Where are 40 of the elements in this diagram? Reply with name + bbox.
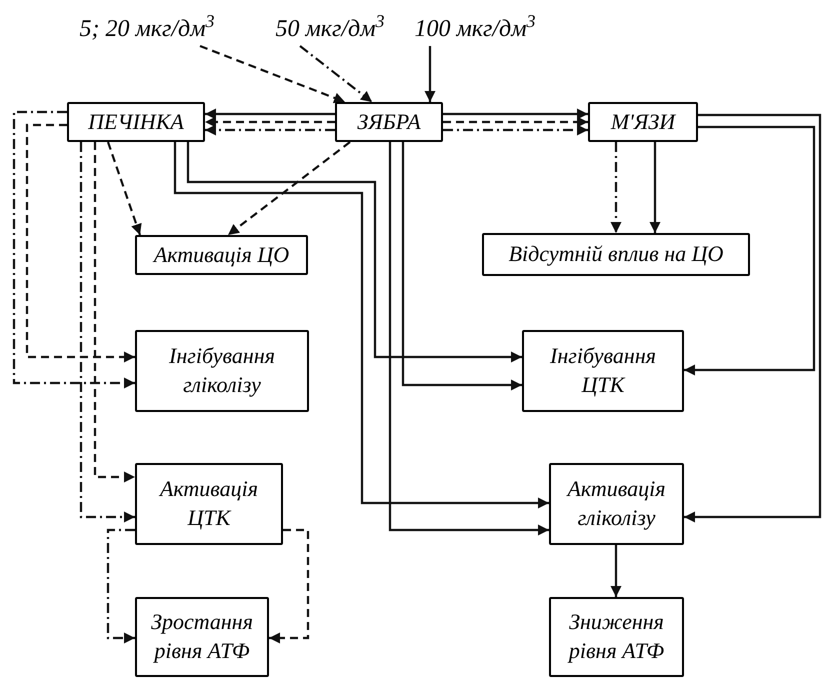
arrow — [227, 141, 351, 236]
process-box: Інгібування ЦТК — [522, 330, 684, 412]
process-box: Інгібування гліколізу — [135, 330, 309, 412]
process-box: ЗЯБРА — [335, 102, 443, 142]
arrow — [205, 116, 335, 128]
arrow — [200, 44, 346, 104]
arrow — [443, 116, 588, 128]
process-box: М'ЯЗИ — [588, 102, 698, 142]
arrow — [388, 142, 549, 536]
arrow — [269, 528, 310, 644]
arrow — [12, 110, 135, 388]
process-box: Активація ЦТК — [135, 463, 283, 545]
arrow — [684, 126, 816, 376]
arrow — [684, 114, 822, 522]
arrow — [443, 124, 588, 136]
arrow — [205, 124, 335, 136]
process-box: Зниження рівня АТФ — [549, 597, 684, 677]
arrow — [610, 545, 622, 597]
arrow — [94, 142, 135, 482]
arrow — [26, 124, 135, 362]
concentration-label: 5; 20 мкг/дм$^{3}$ — [38, 12, 256, 46]
arrow — [650, 142, 660, 233]
concentration-label: 50 мкг/дм$^{3}$ — [266, 12, 394, 46]
arrow — [106, 142, 142, 236]
process-box: Зростання рівня АТФ — [135, 597, 269, 677]
arrow — [402, 142, 522, 390]
arrow — [186, 142, 522, 362]
concentration-label: 100 мкг/дм$^{3}$ — [400, 12, 550, 46]
arrow — [299, 45, 373, 103]
process-box: Активація гліколізу — [549, 463, 684, 545]
arrow — [610, 142, 622, 233]
arrow — [80, 142, 135, 522]
arrow — [205, 108, 335, 120]
process-box: Активація ЦО — [135, 235, 308, 275]
arrow — [174, 142, 549, 508]
arrow — [106, 528, 135, 644]
arrow — [424, 46, 436, 102]
process-box: ПЕЧІНКА — [67, 102, 205, 142]
process-box: Відсутній вплив на ЦО — [482, 233, 750, 276]
arrow — [443, 108, 588, 120]
